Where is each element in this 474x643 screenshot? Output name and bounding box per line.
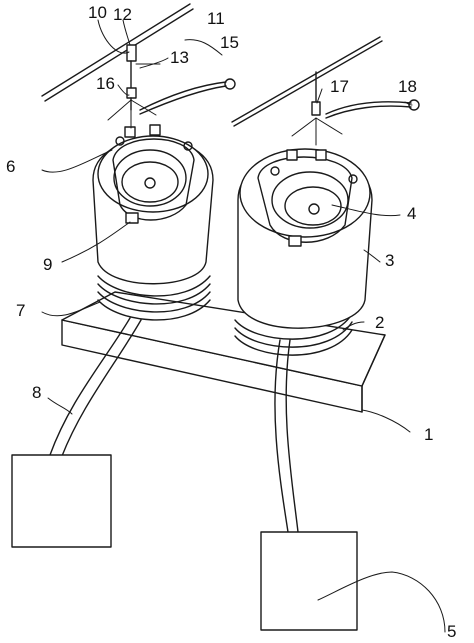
label-13: 13 — [170, 48, 189, 67]
label-17: 17 — [330, 77, 349, 96]
label-6: 6 — [6, 157, 15, 176]
right-container — [234, 148, 373, 356]
label-4: 4 — [407, 204, 416, 223]
part-labels: 10 12 11 15 13 16 17 18 6 4 9 3 7 2 8 1 … — [6, 3, 456, 641]
label-8: 8 — [32, 383, 41, 402]
label-2: 2 — [375, 313, 384, 332]
label-15: 15 — [220, 33, 239, 52]
label-16: 16 — [96, 74, 115, 93]
label-1: 1 — [424, 425, 433, 444]
label-7: 7 — [16, 301, 25, 320]
left-hose — [49, 317, 142, 457]
label-18: 18 — [398, 77, 417, 96]
right-nozzle-assembly — [291, 71, 420, 146]
label-12: 12 — [113, 5, 132, 24]
leader-lines — [41, 19, 446, 633]
right-box — [260, 531, 358, 631]
label-5: 5 — [447, 622, 456, 641]
label-10: 10 — [88, 3, 107, 22]
left-box — [11, 454, 112, 548]
left-container — [92, 124, 214, 321]
second-overhead-rail — [231, 36, 383, 127]
label-3: 3 — [385, 251, 394, 270]
label-9: 9 — [43, 255, 52, 274]
label-11: 11 — [207, 9, 225, 28]
right-hose — [274, 339, 299, 533]
base-plate — [61, 291, 386, 413]
left-nozzle-assembly — [107, 44, 236, 129]
